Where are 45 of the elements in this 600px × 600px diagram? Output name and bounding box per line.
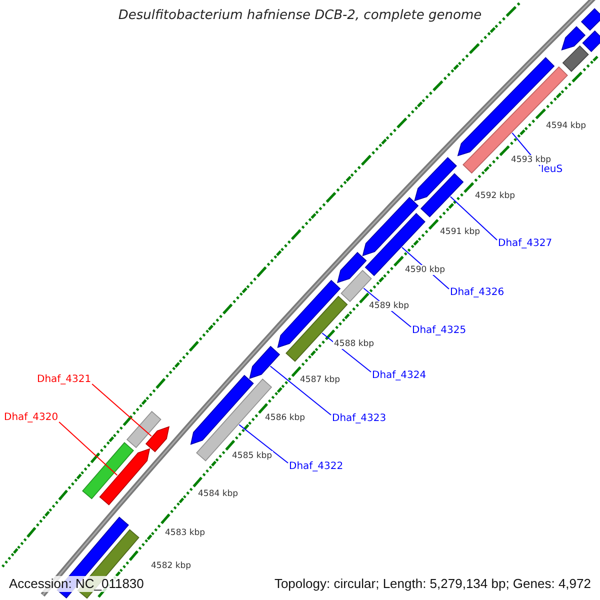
leader-line [238, 424, 288, 464]
leader-line [450, 196, 498, 240]
gene-label: Dhaf_4323 [332, 413, 386, 425]
gene-bar [99, 448, 150, 506]
leader-line [270, 366, 332, 416]
gene-label: Dhaf_4325 [412, 325, 466, 337]
scale-label: 4594 kbp [545, 121, 588, 131]
gene-bar [420, 173, 464, 218]
scale-label: 4583 kbp [164, 528, 206, 538]
gene-label: Dhaf_4322 [289, 461, 344, 473]
gene-label: Dhaf_4321 [37, 374, 92, 386]
gene-bar [580, 8, 600, 31]
leader-line [58, 422, 118, 476]
scale-label: 4584 kbp [197, 489, 240, 499]
gene-bar [562, 45, 589, 72]
gene-label: Dhaf_4327 [498, 238, 552, 250]
gene-bar [82, 442, 134, 500]
gene-label: Dhaf_4320 [4, 412, 58, 424]
leader-line [92, 384, 152, 437]
gene-bar [462, 66, 568, 174]
gene-bar [337, 252, 367, 284]
gene-bar [340, 270, 372, 302]
gene-bar [126, 410, 162, 448]
scale-label: 4587 kbp [299, 375, 342, 385]
gene-bar [145, 426, 170, 452]
scale-label: 4592 kbp [474, 191, 516, 201]
gene-bar [561, 26, 586, 50]
gene-bar [249, 346, 280, 380]
scale-label: 4589 kbp [368, 301, 410, 311]
gene-bar [414, 157, 457, 202]
gene-bar [582, 30, 600, 52]
gene-bar [364, 212, 426, 276]
scale-label: 4582 kbp [150, 561, 192, 571]
gene-label: Dhaf_4326 [450, 287, 504, 299]
scale-label: 4591 kbp [439, 227, 482, 237]
gene-bar [190, 374, 254, 445]
scale-label: 4588 kbp [333, 339, 376, 349]
gene-bar [362, 196, 419, 256]
gene-label: Dhaf_4324 [372, 370, 426, 382]
gene-label: leuS [541, 164, 563, 176]
scale-label: 4586 kbp [264, 413, 306, 423]
scale-label: 4590 kbp [404, 265, 446, 275]
scale-label: 4585 kbp [231, 451, 274, 461]
title: Desulfitobacterium hafniense DCB-2, complete genome [118, 8, 482, 23]
scale-label: 4593 kbp [510, 155, 552, 165]
